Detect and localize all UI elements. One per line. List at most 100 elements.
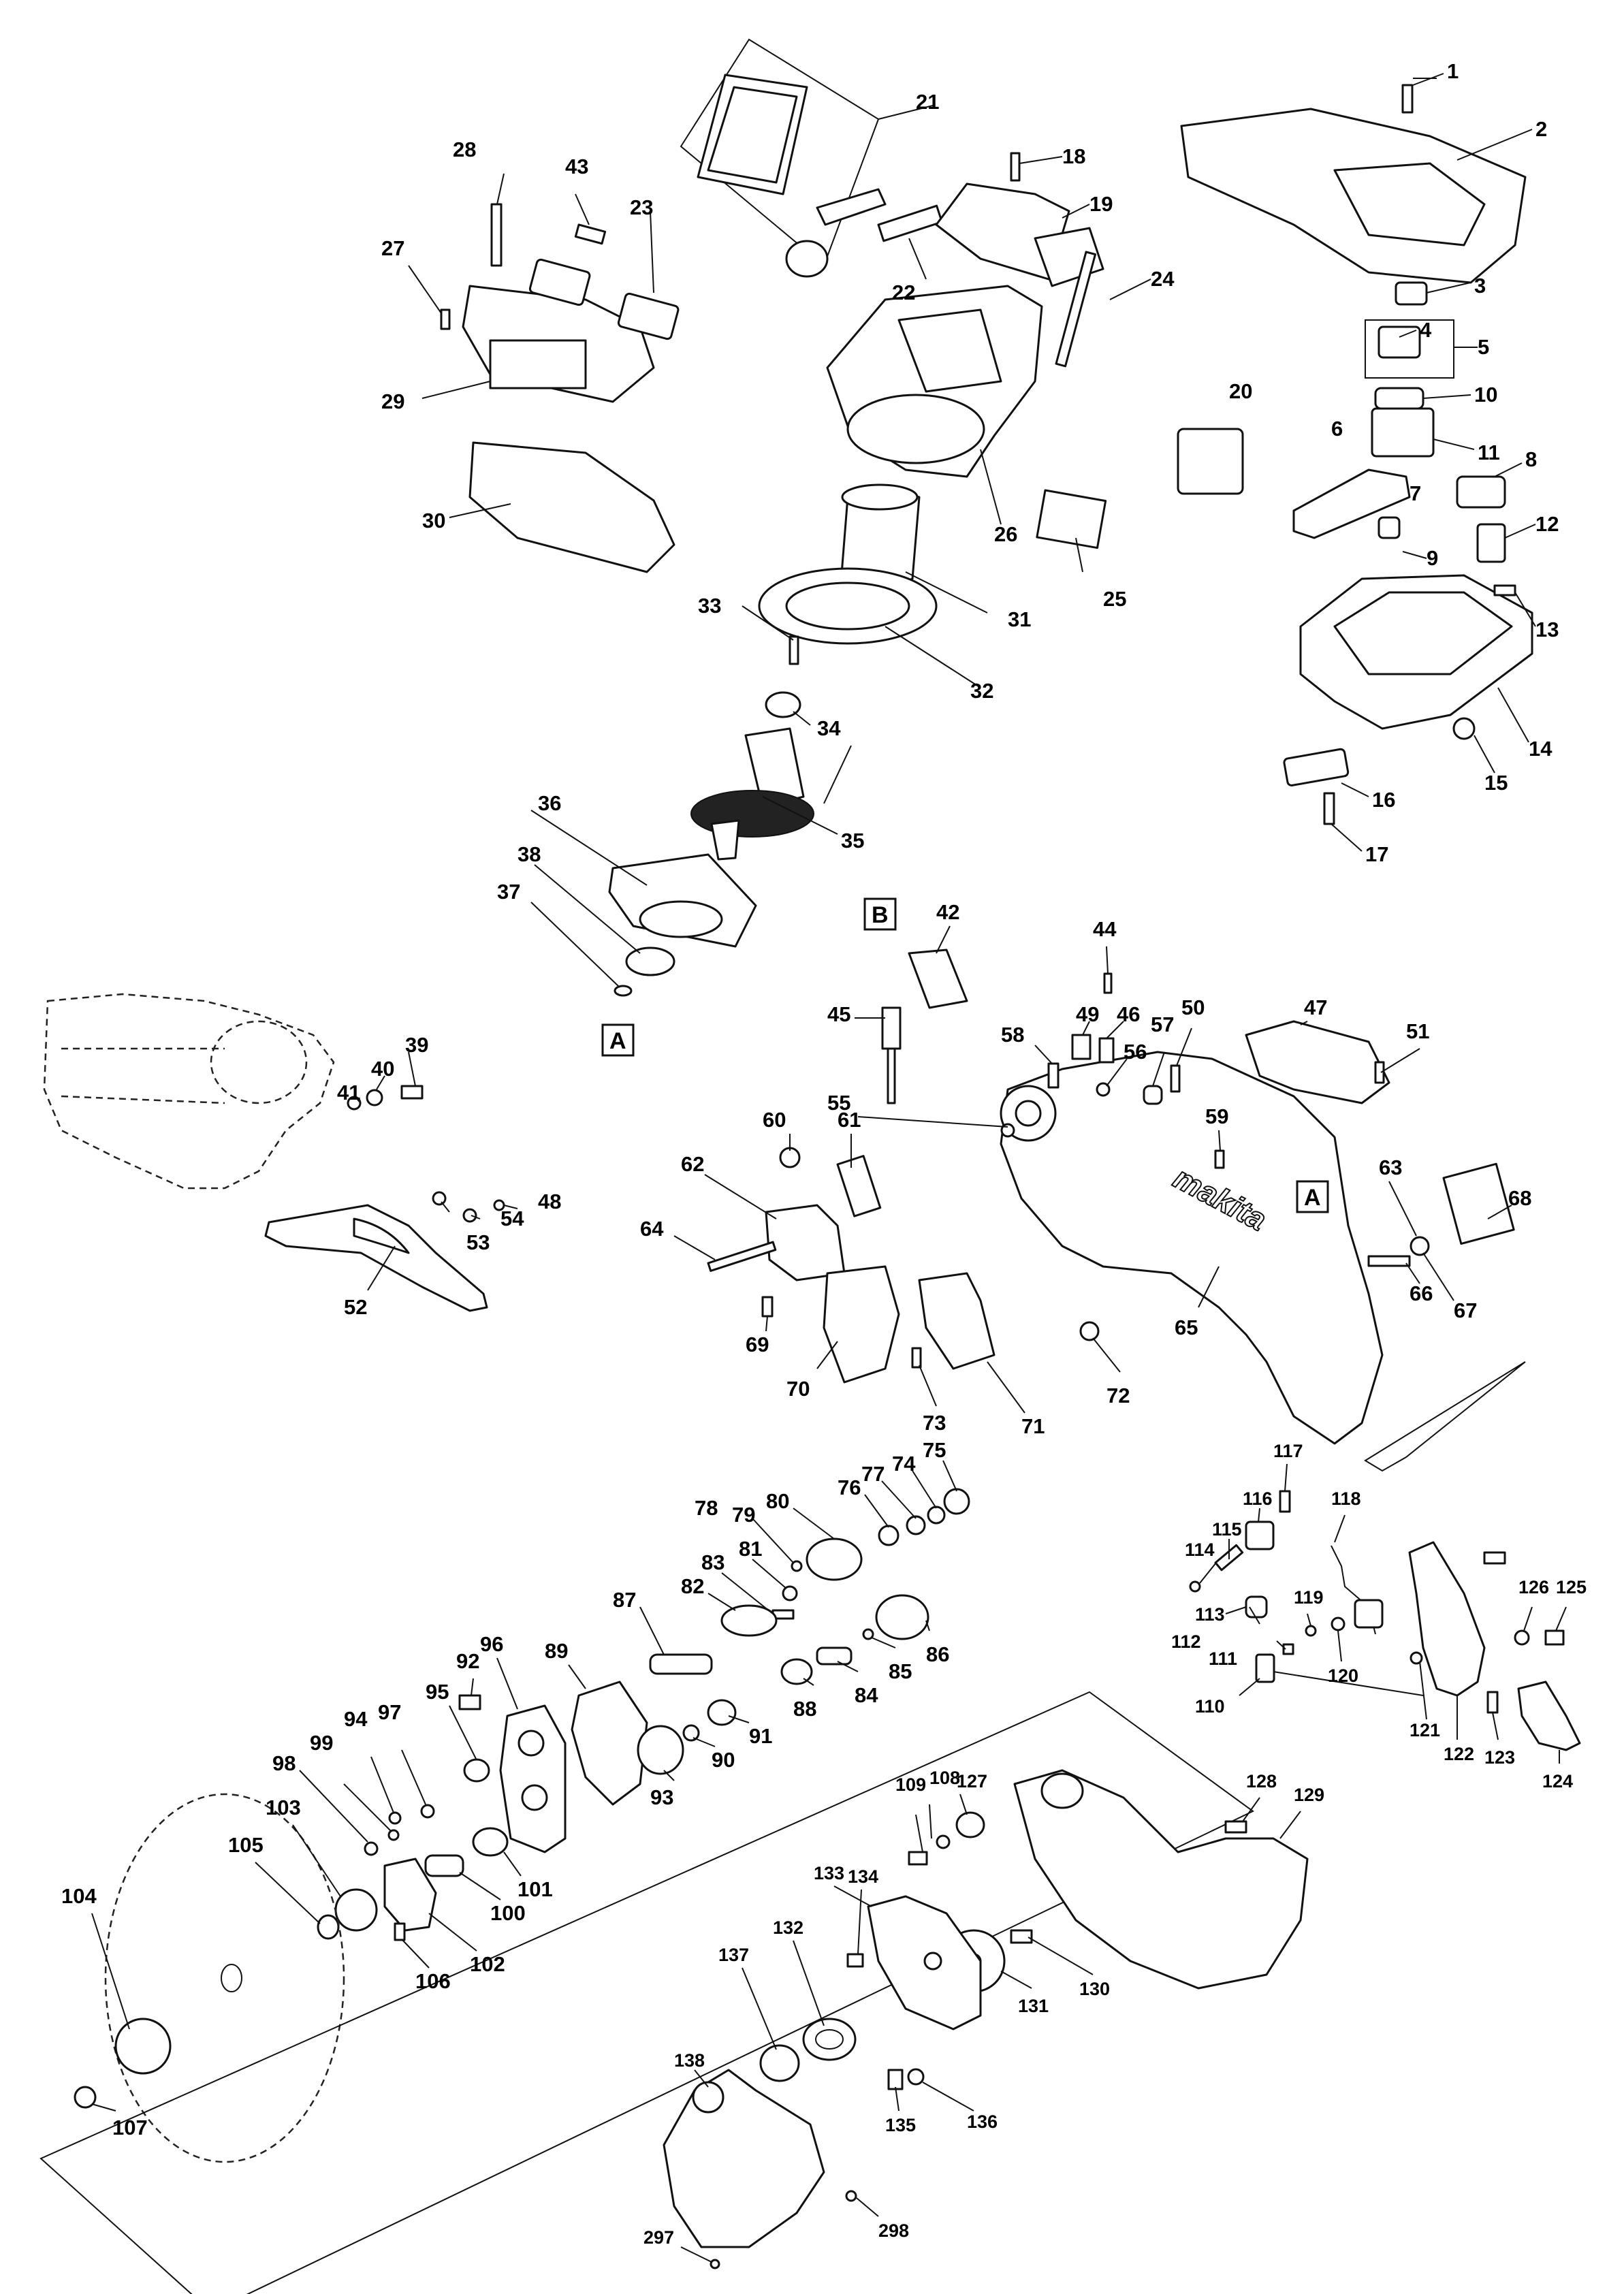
part-40-washer [366,1089,383,1106]
part-56-washer [1096,1082,1111,1097]
label-128: 128 [1246,1771,1277,1791]
part-136-washer [907,2068,925,2086]
label-69: 69 [746,1333,769,1356]
label-101: 101 [518,1877,553,1901]
part-15-screw [1452,717,1476,740]
label-56: 56 [1124,1040,1147,1064]
part-114-pin [1189,1580,1201,1593]
part-35-armature [690,691,814,861]
part-86-gear [875,1594,929,1640]
label-18: 18 [1062,144,1085,168]
label-100: 100 [490,1901,526,1925]
part-43b-terminal [528,258,591,306]
part-11-switch-box [1371,407,1435,458]
part-65-arm-housing: makita [1000,1051,1384,1445]
part-57-bushing [1143,1085,1163,1105]
part-121-pin [1410,1651,1423,1665]
label-132: 132 [773,1917,803,1938]
ref-marker-b: B [863,897,897,931]
part-106-screw [394,1922,406,1941]
part-26-motor-housing [826,285,1043,478]
part-132-spring [802,2018,857,2061]
part-37-ring [614,985,633,997]
part-112-cam [1245,1595,1268,1619]
part-89-gasket [571,1680,648,1806]
label-297: 297 [643,2227,674,2248]
motor-ghost [43,993,335,1190]
part-298-screw [845,2190,857,2202]
label-70: 70 [786,1377,810,1401]
label-121: 121 [1410,1720,1440,1740]
part-98-nut [364,1841,379,1856]
part-21-cylinder [785,240,829,278]
label-298: 298 [878,2220,909,2241]
part-138-lower-guard [663,2069,825,2248]
part-80-gear [806,1538,863,1581]
label-93: 93 [650,1785,673,1809]
label-48: 48 [538,1190,561,1213]
part-30-battery-base [468,441,675,573]
part-7-button [1378,516,1401,539]
label-72: 72 [1106,1384,1130,1407]
group-lower-outline [39,1691,1254,2294]
part-88-bearing [780,1658,813,1685]
label-75: 75 [923,1438,946,1462]
label-134: 134 [848,1866,878,1887]
part-64-pin [707,1241,777,1272]
label-12: 12 [1535,512,1559,536]
part-34-bearing [765,691,801,718]
label-81: 81 [739,1537,762,1561]
label-90: 90 [712,1748,735,1772]
label-66: 66 [1410,1281,1433,1305]
label-4: 4 [1420,318,1432,342]
label-130: 130 [1079,1979,1110,1999]
label-38: 38 [518,842,541,866]
part-68-cover [1442,1162,1515,1245]
label-5: 5 [1478,335,1489,359]
part-92-screw [458,1694,481,1710]
label-78: 78 [695,1496,718,1520]
part-120-screw [1331,1616,1346,1631]
part-108-washer [936,1834,951,1849]
label-95: 95 [426,1680,449,1704]
label-108: 108 [929,1768,960,1788]
part-28-screw [490,203,503,267]
part-63-ring [1410,1236,1430,1256]
part-6-lever [1292,468,1411,539]
label-92: 92 [456,1649,479,1673]
label-80: 80 [766,1489,789,1513]
label-96: 96 [480,1632,503,1656]
part-46-bolt [1098,1037,1115,1064]
label-26: 26 [994,522,1017,546]
part-42-block [908,949,968,1009]
label-107: 107 [112,2116,148,2139]
label-60: 60 [763,1108,786,1132]
label-1: 1 [1447,59,1459,83]
label-24: 24 [1151,267,1175,291]
part-122-lock-lever [1408,1541,1486,1697]
label-133: 133 [814,1863,844,1883]
group-110-right [1364,1361,1526,1472]
part-2-handle [1180,108,1527,284]
part-20-block [1177,428,1244,495]
label-73: 73 [923,1411,946,1435]
part-8-switch [1456,475,1506,509]
label-13: 13 [1535,618,1559,641]
label-61: 61 [838,1108,861,1132]
label-136: 136 [967,2112,998,2132]
label-50: 50 [1181,995,1205,1019]
part-29-battery-mount [462,285,655,403]
ref-marker-a-left: A [601,1023,635,1057]
label-76: 76 [838,1476,861,1499]
label-83: 83 [701,1550,725,1574]
label-29: 29 [381,389,404,413]
label-19: 19 [1089,192,1113,216]
label-16: 16 [1372,788,1395,812]
label-99: 99 [310,1731,333,1755]
part-60-spring [779,1147,801,1168]
label-118: 118 [1331,1488,1361,1509]
part-96-gear-cover [499,1704,567,1853]
label-53: 53 [466,1230,490,1254]
part-74-ring [927,1506,946,1525]
label-35: 35 [841,829,864,853]
